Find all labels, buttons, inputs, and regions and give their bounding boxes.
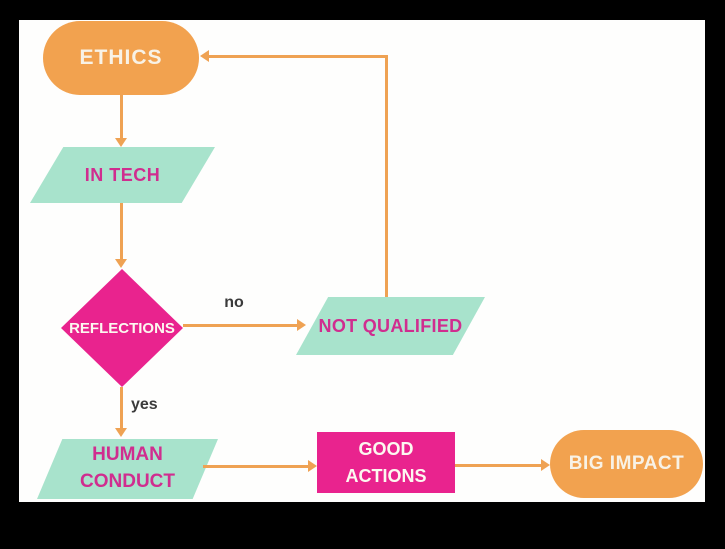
arrowhead-down-icon (115, 428, 127, 437)
node-human-conduct-label: HUMAN CONDUCT (80, 442, 175, 495)
edge-reflections-to-not-qualified (183, 324, 297, 327)
edge-label-no: no (224, 294, 244, 311)
node-not-qualified-label: NOT QUALIFIED (318, 315, 463, 336)
arrowhead-right-icon (308, 460, 317, 472)
node-human-conduct-line2: CONDUCT (80, 471, 175, 492)
arrowhead-down-icon (115, 259, 127, 268)
edge-human-conduct-to-good-actions (203, 465, 308, 468)
node-ethics: ETHICS (43, 21, 199, 95)
node-good-actions-line2: ACTIONS (345, 465, 427, 486)
edge-not-qualified-to-ethics-vertical (385, 55, 388, 297)
node-good-actions-label: GOOD ACTIONS (346, 436, 427, 490)
node-not-qualified: NOT QUALIFIED (296, 297, 485, 355)
edge-label-yes: yes (131, 396, 158, 413)
arrowhead-left-icon (200, 50, 209, 62)
node-in-tech-label: IN TECH (84, 164, 161, 185)
edge-good-actions-to-big-impact (455, 464, 541, 467)
arrowhead-down-icon (115, 138, 127, 147)
node-good-actions-line1: GOOD (358, 438, 414, 459)
node-good-actions: GOOD ACTIONS (317, 432, 455, 493)
node-big-impact-label: BIG IMPACT (568, 453, 685, 474)
arrowhead-right-icon (297, 319, 306, 331)
edge-reflections-to-human-conduct (120, 387, 123, 428)
node-big-impact: BIG IMPACT (550, 430, 703, 498)
edge-ethics-to-in-tech (120, 94, 123, 138)
node-human-conduct: HUMAN CONDUCT (37, 439, 218, 499)
white-background (19, 20, 705, 502)
node-human-conduct-line1: HUMAN (92, 444, 163, 466)
arrowhead-right-icon (541, 459, 550, 471)
edge-in-tech-to-reflections (120, 203, 123, 259)
node-reflections-label: REFLECTIONS (69, 319, 175, 337)
node-in-tech: IN TECH (30, 147, 215, 203)
node-ethics-label: ETHICS (79, 46, 163, 69)
edge-not-qualified-to-ethics-horizontal (209, 55, 388, 58)
